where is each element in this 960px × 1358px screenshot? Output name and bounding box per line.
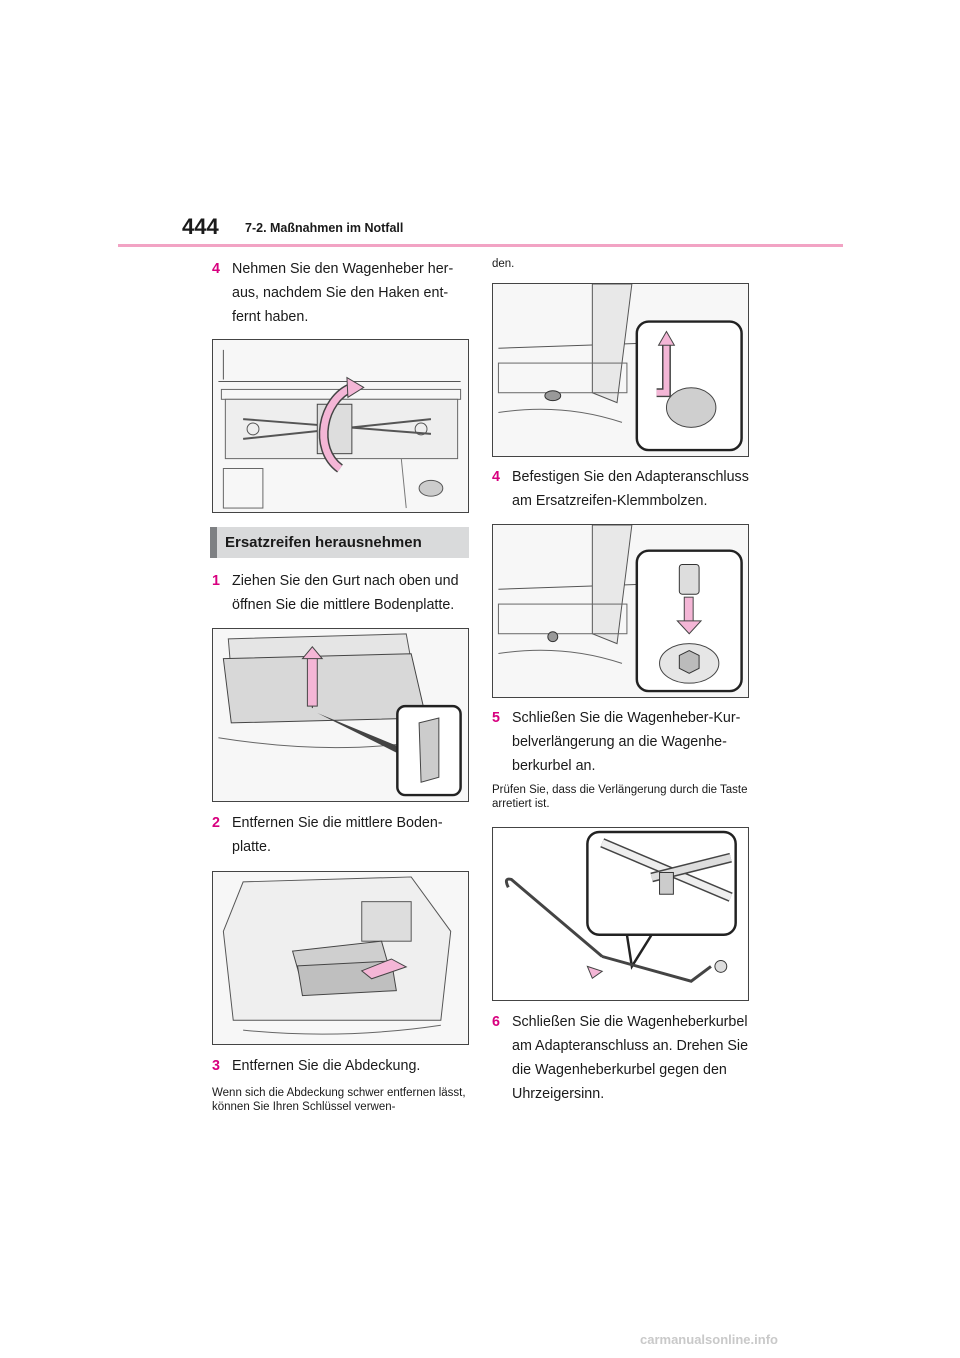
step-number: 4 [492, 469, 500, 485]
step-text: Schließen Sie die Wagenheberkur­bel am A… [512, 1014, 749, 1102]
step-text: Nehmen Sie den Wagenheber her­aus, nachd… [232, 261, 454, 325]
floor-board-illustration [213, 629, 468, 801]
watermark: carmanualsonline.info [640, 1332, 778, 1347]
page-number: 444 [182, 214, 219, 239]
step-1-pull-strap: 1 Ziehen Sie den Gurt nach oben und öffn… [212, 569, 472, 617]
note-text: Prüfen Sie, dass die Verlängerung durch … [492, 784, 748, 810]
note-text: Wenn sich die Abdeckung schwer entfernen… [212, 1087, 466, 1113]
figure-remove-floor [212, 871, 469, 1045]
step-text: Schließen Sie die Wagenheber-Kur­belverl… [512, 710, 741, 774]
step-number: 1 [212, 573, 220, 589]
step-text: Befestigen Sie den Adapteran­schluss am … [512, 469, 749, 509]
header-rule [118, 244, 843, 247]
banner-title: Ersatzreifen herausnehmen [225, 534, 422, 551]
adapter-illustration [493, 525, 748, 697]
step-text: Entfernen Sie die Abdeckung. [232, 1058, 421, 1074]
figure-jack-removal [212, 339, 469, 513]
step-number: 3 [212, 1058, 220, 1074]
figure-adapter [492, 524, 749, 698]
jack-illustration [213, 340, 468, 512]
handle-illustration [493, 828, 748, 1000]
step-6-attach-handle: 6 Schließen Sie die Wagenheberkur­bel am… [492, 1010, 752, 1106]
step-5-connect-extension: 5 Schließen Sie die Wagenheber-Kur­belve… [492, 706, 752, 778]
step-text: Ziehen Sie den Gurt nach oben und öffnen… [232, 573, 459, 613]
step-number: 2 [212, 815, 220, 831]
step-2-remove-floor: 2 Entfernen Sie die mittlere Boden­platt… [212, 811, 472, 859]
trunk-illustration [213, 872, 468, 1044]
step-number: 5 [492, 710, 500, 726]
figure-cover-removal [492, 283, 749, 457]
section-banner: Ersatzreifen herausnehmen [210, 527, 469, 558]
right-column: den. 4 Befestigen Sie den Adapteran­schl… [492, 257, 752, 1106]
note-continuation: den. [492, 258, 515, 270]
step-text: Entfernen Sie die mittlere Boden­platte. [232, 815, 443, 855]
section-title: 7-2. Maßnahmen im Notfall [245, 221, 404, 235]
step-number: 4 [212, 261, 220, 277]
cover-illustration [493, 284, 748, 456]
step-3-remove-cover: 3 Entfernen Sie die Abdeckung. [212, 1054, 472, 1078]
left-column: 4 Nehmen Sie den Wagenheber her­aus, nac… [210, 257, 472, 1114]
figure-open-floor [212, 628, 469, 802]
figure-jack-handle [492, 827, 749, 1001]
step-4-attach-adapter: 4 Befestigen Sie den Adapteran­schluss a… [492, 465, 752, 513]
step-4-remove-jack: 4 Nehmen Sie den Wagenheber her­aus, nac… [212, 257, 472, 329]
step-number: 6 [492, 1014, 500, 1030]
